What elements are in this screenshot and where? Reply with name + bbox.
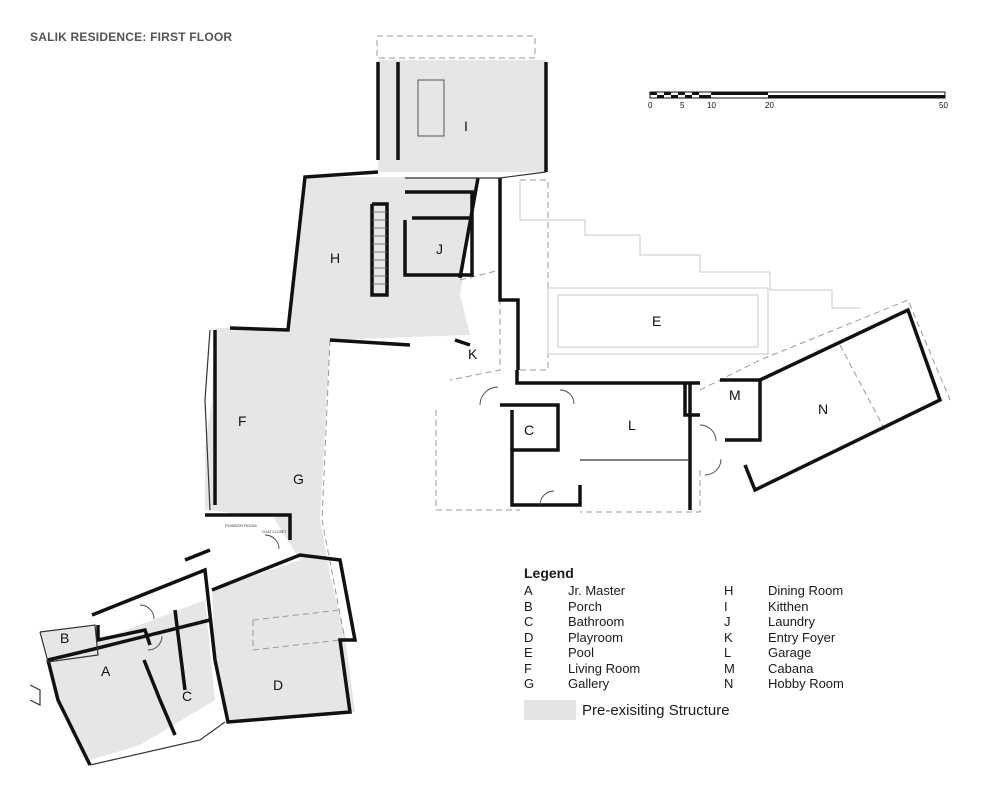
room-label-j: J bbox=[436, 241, 443, 257]
legend-name: Cabana bbox=[768, 660, 814, 676]
legend-letter: D bbox=[524, 629, 534, 645]
legend-name: Living Room bbox=[568, 660, 641, 676]
pool-deck bbox=[519, 180, 860, 355]
room-label-c-garage: C bbox=[524, 422, 534, 438]
legend-item: D Playroom bbox=[524, 630, 724, 646]
legend-letter: F bbox=[524, 660, 532, 676]
legend-name: Dining Room bbox=[768, 583, 844, 598]
room-label-l: L bbox=[628, 417, 636, 433]
room-label-c: C bbox=[182, 688, 192, 704]
room-labels: A B C D E F G H I J K L M N C POWDER ROO… bbox=[60, 118, 828, 704]
coat-closet-label: COAT CLOSET bbox=[262, 530, 287, 534]
legend-item: C Bathroom bbox=[524, 614, 724, 630]
legend-column-left: A Jr. Master B Porch C Bathroom D Playroom E… bbox=[524, 583, 724, 692]
legend-item: F Living Room bbox=[524, 661, 724, 677]
legend-name: Porch bbox=[568, 598, 602, 614]
door-swings bbox=[139, 386, 722, 651]
room-label-i: I bbox=[464, 118, 468, 134]
scale-bar: 0 5 10 20 50 bbox=[648, 91, 948, 110]
legend-letter: J bbox=[724, 614, 731, 629]
legend: Legend A Jr. Master B Porch C Bathroom D Pla… bbox=[524, 565, 924, 692]
preexisting-structure bbox=[40, 60, 546, 760]
legend-item: A Jr. Master bbox=[524, 583, 724, 599]
legend-letter: L bbox=[724, 645, 732, 660]
legend-item: M Cabana bbox=[724, 661, 924, 677]
scale-tick-5: 5 bbox=[680, 101, 685, 110]
thin-walls bbox=[29, 171, 690, 766]
room-label-d: D bbox=[273, 677, 283, 693]
legend-letter: G bbox=[524, 676, 535, 691]
legend-letter: B bbox=[524, 598, 533, 614]
legend-name: Bathroom bbox=[568, 614, 625, 629]
kitchen-island bbox=[417, 79, 445, 137]
scale-tick-0: 0 bbox=[648, 101, 653, 110]
legend-name: Jr. Master bbox=[568, 583, 626, 598]
legend-item: J Laundry bbox=[724, 614, 924, 630]
legend-name: Playroom bbox=[568, 629, 623, 645]
room-label-g: G bbox=[293, 471, 304, 487]
legend-name: Laundry bbox=[768, 614, 815, 629]
legend-name: Kitthen bbox=[768, 598, 809, 614]
legend-letter: A bbox=[524, 583, 533, 598]
legend-name: Entry Foyer bbox=[768, 629, 836, 645]
legend-letter: I bbox=[724, 598, 728, 614]
room-label-n: N bbox=[818, 401, 828, 417]
room-label-b: B bbox=[60, 630, 69, 646]
room-label-f: F bbox=[238, 413, 247, 429]
legend-item: N Hobby Room bbox=[724, 676, 924, 692]
preexisting-legend: Pre-exisiting Structure bbox=[524, 700, 730, 720]
powder-room-label: POWDER ROOM bbox=[225, 523, 257, 528]
legend-item: B Porch bbox=[524, 599, 724, 615]
legend-item: K Entry Foyer bbox=[724, 630, 924, 646]
legend-letter: M bbox=[724, 660, 735, 676]
legend-column-right: H Dining Room I Kitthen J Laundry K Entry Fo… bbox=[724, 583, 924, 692]
legend-name: Gallery bbox=[568, 676, 610, 691]
scale-tick-10: 10 bbox=[707, 101, 716, 110]
walls bbox=[46, 62, 943, 766]
preexisting-swatch bbox=[524, 700, 576, 720]
legend-title: Legend bbox=[524, 565, 574, 581]
room-label-h: H bbox=[330, 250, 340, 266]
room-label-k: K bbox=[468, 346, 478, 362]
legend-letter: N bbox=[724, 676, 734, 691]
room-label-a: A bbox=[101, 663, 111, 679]
legend-letter: H bbox=[724, 583, 734, 598]
dashed-outlines bbox=[252, 35, 951, 651]
room-label-m: M bbox=[729, 387, 741, 403]
legend-item: I Kitthen bbox=[724, 599, 924, 615]
scale-tick-50: 50 bbox=[939, 101, 948, 110]
stair-treads bbox=[372, 211, 387, 285]
legend-letter: K bbox=[724, 629, 733, 645]
legend-item: E Pool bbox=[524, 645, 724, 661]
legend-letter: E bbox=[524, 645, 533, 660]
legend-item: H Dining Room bbox=[724, 583, 924, 599]
legend-name: Garage bbox=[768, 645, 812, 660]
legend-name: Pool bbox=[568, 645, 595, 660]
legend-name: Hobby Room bbox=[768, 676, 844, 691]
legend-item: G Gallery bbox=[524, 676, 724, 692]
preexisting-label: Pre-exisiting Structure bbox=[582, 701, 730, 719]
scale-tick-20: 20 bbox=[765, 101, 774, 110]
legend-letter: C bbox=[524, 614, 534, 629]
plan-title: SALIK RESIDENCE: FIRST FLOOR bbox=[30, 30, 233, 44]
room-label-e: E bbox=[652, 313, 661, 329]
legend-item: L Garage bbox=[724, 645, 924, 661]
